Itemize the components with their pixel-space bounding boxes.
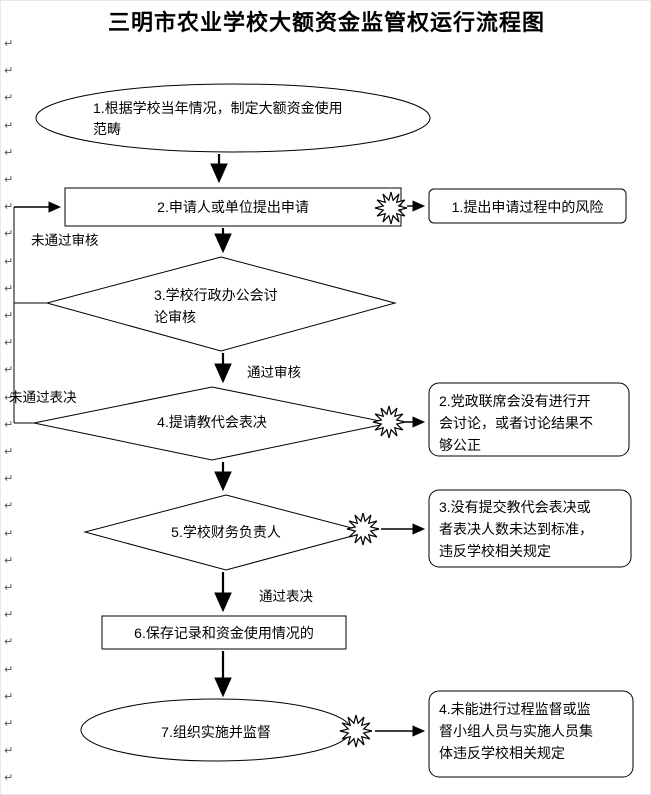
note2-label: 2.党政联席会没有进行开会讨论，或者讨论结果不够公正 [439, 393, 593, 453]
paragraph-mark-icon: ↵ [4, 92, 14, 105]
paragraph-mark-icon: ↵ [4, 718, 14, 730]
page-title: 三明市农业学校大额资金监管权运行流程图 [107, 10, 545, 35]
paragraph-mark-icon: ↵ [4, 554, 14, 567]
step3-diamond [45, 256, 397, 352]
starburst-step5-icon [346, 512, 380, 546]
paragraph-mark-icon: ↵ [4, 745, 14, 758]
paragraph-mark-icon: ↵ [4, 337, 14, 350]
paragraph-mark-icon: ↵ [4, 119, 14, 132]
step3-label: 3.学校行政办公会讨论审核 [154, 287, 278, 325]
step7-label: 7.组织实施并监督 [161, 724, 271, 740]
step2-rect [64, 187, 402, 227]
note2-box [428, 382, 630, 457]
step6-rect [101, 615, 347, 650]
step4-label: 4.提请教代会表决 [157, 414, 267, 430]
step1-ellipse [35, 83, 431, 153]
paragraph-mark-icon: ↵ [4, 500, 14, 513]
starburst-step4-icon [372, 405, 406, 439]
paragraph-mark-icon: ↵ [4, 473, 14, 486]
edge-label-fail-review: 未通过审核 [31, 233, 99, 248]
paragraph-mark-icon: ↵ [4, 310, 14, 322]
paragraph-mark-icon: ↵ [4, 228, 14, 241]
paragraph-mark-icon: ↵ [4, 636, 14, 649]
paragraph-mark-icon: ↵ [4, 609, 14, 622]
step4-diamond [33, 386, 391, 461]
edge-label-pass-vote: 通过表决 [259, 589, 313, 604]
step2-label: 2.申请人或单位提出申请 [157, 199, 309, 215]
note1-box [428, 188, 627, 224]
note4-label: 4.未能进行过程监督或监督小组人员与实施人员集体违反学校相关规定 [439, 701, 593, 761]
step5-label: 5.学校财务负责人 [171, 524, 281, 540]
paragraph-mark-icon: ↵ [4, 364, 14, 377]
paragraph-mark-icon: ↵ [4, 527, 14, 540]
paragraph-mark-icon: ↵ [4, 255, 14, 268]
step6-label: 6.保存记录和资金使用情况的 [134, 625, 314, 641]
note3-box [428, 489, 632, 568]
paragraph-mark-icon: ↵ [4, 146, 14, 159]
note4-box [428, 690, 634, 778]
paragraph-mark-icon: ↵ [4, 582, 14, 594]
paragraph-mark-icon: ↵ [4, 282, 14, 295]
paragraph-mark-icon: ↵ [4, 690, 14, 703]
note3-label: 3.没有提交教代会表决或者表决人数未达到标准，违反学校相关规定 [439, 499, 593, 559]
paragraph-mark-icon: ↵ [4, 418, 14, 431]
paragraph-mark-icon: ↵ [4, 38, 14, 50]
step1-label: 1.根据学校当年情况，制定大额资金使用范畴 [93, 100, 343, 137]
paragraph-mark-icon: ↵ [4, 446, 14, 458]
edge-label-pass-review: 通过审核 [247, 365, 301, 380]
paragraph-mark-icon: ↵ [4, 663, 14, 676]
step5-diamond [83, 494, 369, 571]
edge-label-fail-vote: 未通过表决 [9, 390, 77, 405]
paragraph-mark-icon: ↵ [4, 772, 14, 785]
paragraph-mark-icon: ↵ [4, 65, 14, 78]
paragraph-mark-icon: ↵ [4, 391, 14, 404]
paragraph-mark-icon: ↵ [4, 201, 14, 214]
paragraph-mark-icon: ↵ [4, 174, 14, 186]
note1-label: 1.提出申请过程中的风险 [451, 199, 604, 215]
